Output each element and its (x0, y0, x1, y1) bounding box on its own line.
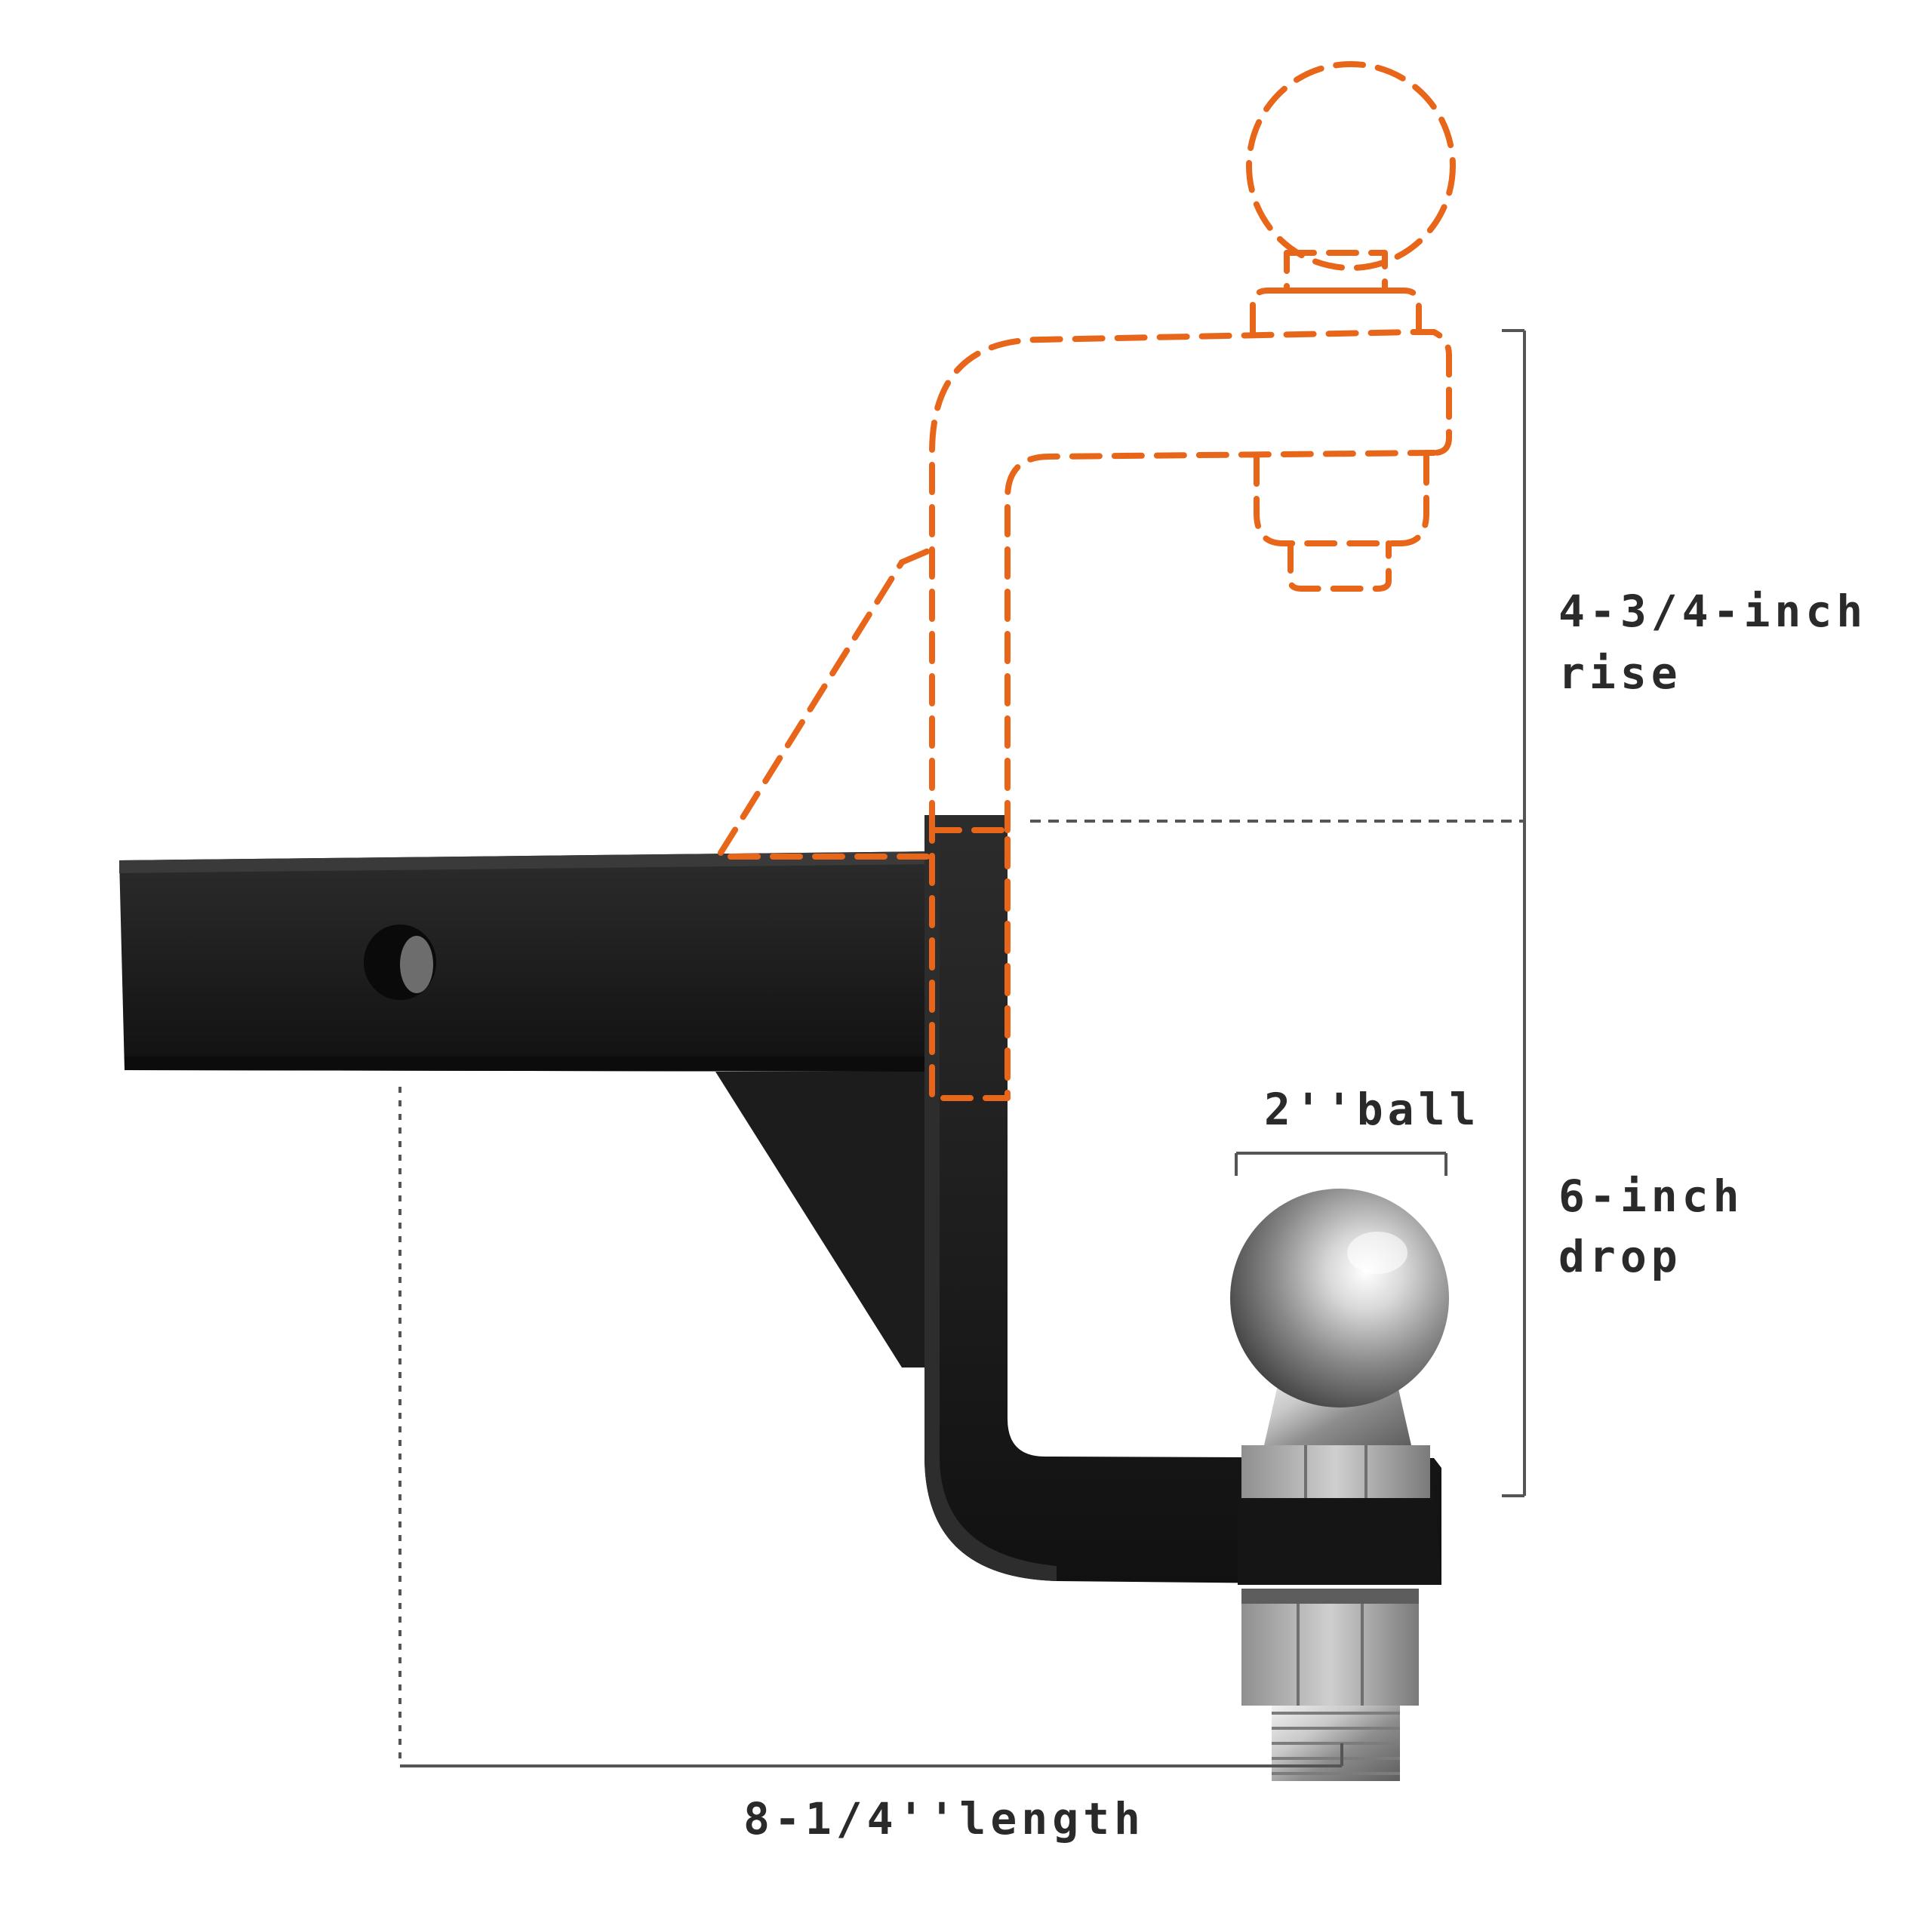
drop-label-line1: 6-inch (1558, 1171, 1744, 1222)
receiver-shank (119, 851, 936, 1072)
length-label: 8-1/4''length (743, 1793, 1145, 1844)
dimension-lines (398, 329, 1526, 1767)
hitch-ball (1230, 1189, 1449, 1781)
gusset-plate (715, 1072, 924, 1367)
rise-label-line1: 4-3/4-inch (1558, 586, 1867, 637)
pin-hole (364, 924, 436, 1000)
dashed-rise-outline (718, 61, 1456, 1101)
drop-label-line2: drop (1558, 1231, 1682, 1282)
ball-size-label: 2''ball (1264, 1084, 1480, 1135)
drop-bar (924, 815, 1441, 1585)
rise-label-line2: rise (1558, 648, 1682, 699)
